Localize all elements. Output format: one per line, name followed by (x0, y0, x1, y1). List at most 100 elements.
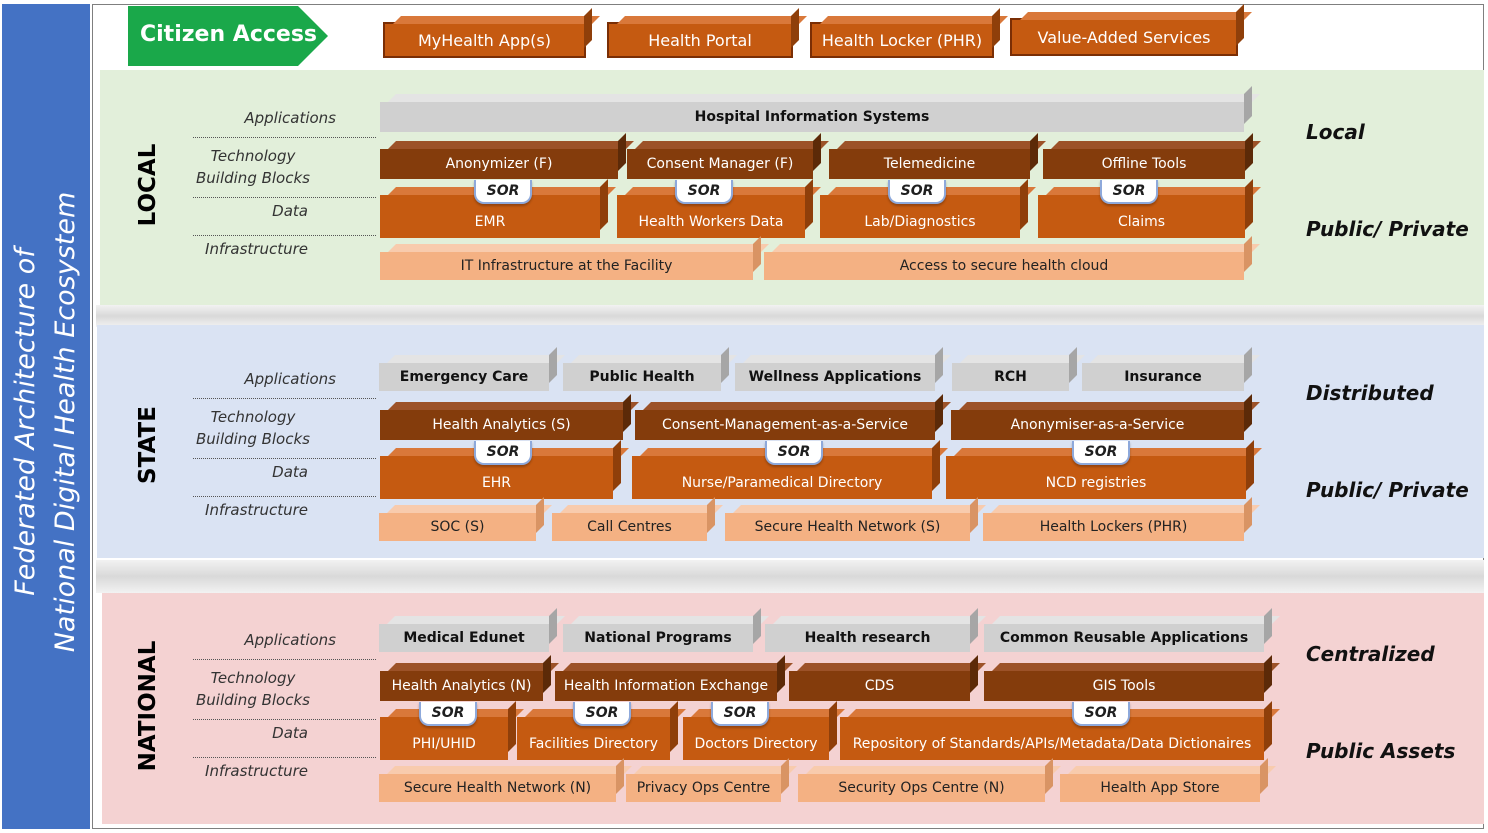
box-label: Common Reusable Applications (999, 630, 1249, 646)
state-section-label: STATE (135, 406, 161, 484)
technology-box: Health Analytics (N) (380, 671, 543, 701)
row-divider (193, 496, 376, 497)
local-scope-label: Local (1306, 120, 1365, 144)
diagram-title: Federated Architecture of National Digit… (10, 191, 81, 653)
box-label: Health Locker (PHR) (821, 30, 983, 50)
technology-box: Health Information Exchange (555, 671, 777, 701)
data-box: Repository of Standards/APIs/Metadata/Da… (840, 717, 1264, 760)
row-divider (193, 719, 376, 720)
row-divider (193, 398, 376, 399)
row-label-technology: Technology Building Blocks (195, 669, 310, 709)
box-label: Anonymizer (F) (445, 156, 553, 172)
technology-box: Offline Tools (1043, 149, 1245, 179)
box-label: Value-Added Services (1037, 27, 1211, 47)
application-box: Public Health (563, 363, 721, 391)
box-label: SOC (S) (430, 519, 485, 535)
box-label: EHR (481, 475, 512, 491)
sor-tag: SOR (419, 702, 477, 726)
box-label: EMR (474, 214, 506, 230)
box-label: Health Portal (648, 30, 752, 50)
row-label-technology: Technology Building Blocks (195, 408, 310, 448)
application-box: Hospital Information Systems (380, 102, 1244, 132)
box-label: RCH (994, 369, 1027, 385)
box-label: GIS Tools (1092, 678, 1156, 694)
sor-tag: SOR (888, 180, 946, 204)
sor-tag: SOR (711, 702, 769, 726)
box-label: Hospital Information Systems (694, 109, 930, 125)
technology-box: Health Analytics (S) (380, 410, 623, 440)
row-label-data: Data (272, 463, 308, 481)
technology-box: Anonymiser-as-a-Service (951, 410, 1244, 440)
row-label-infrastructure: Infrastructure (205, 240, 308, 258)
technology-box: GIS Tools (984, 671, 1264, 701)
row-divider (193, 757, 376, 758)
row-divider (193, 659, 376, 660)
box-label: Secure Health Network (N) (403, 780, 592, 796)
application-box: Insurance (1082, 363, 1244, 391)
application-box: Common Reusable Applications (984, 624, 1264, 652)
citizen-access-item: Health Locker (PHR) (810, 22, 994, 58)
application-box: Health research (765, 624, 970, 652)
infrastructure-box: Security Ops Centre (N) (798, 774, 1045, 802)
box-label: Health research (804, 630, 931, 646)
technology-box: Telemedicine (829, 149, 1030, 179)
application-box: Wellness Applications (735, 363, 935, 391)
box-label: Lab/Diagnostics (864, 214, 976, 230)
box-label: Secure Health Network (S) (754, 519, 941, 535)
infrastructure-box: Health Lockers (PHR) (983, 513, 1244, 541)
row-label-applications: Applications (244, 631, 336, 649)
national-scope-label: Centralized (1306, 642, 1435, 666)
sor-tag: SOR (1100, 180, 1158, 204)
box-label: Health Workers Data (638, 214, 784, 230)
box-label: MyHealth App(s) (418, 30, 551, 50)
citizen-access-item: MyHealth App(s) (383, 22, 586, 58)
sor-tag: SOR (1072, 441, 1130, 465)
citizen-access-arrow: Citizen Access (128, 6, 328, 66)
infrastructure-box: Secure Health Network (N) (379, 774, 616, 802)
sor-tag: SOR (1072, 702, 1130, 726)
technology-box: CDS (789, 671, 970, 701)
row-label-data: Data (272, 202, 308, 220)
infrastructure-box: Health App Store (1060, 774, 1260, 802)
band-separator (96, 305, 1484, 327)
box-label: CDS (864, 678, 895, 694)
box-label: Emergency Care (399, 369, 529, 385)
box-label: IT Infrastructure at the Facility (460, 258, 673, 274)
row-label-applications: Applications (244, 109, 336, 127)
box-label: Medical Edunet (403, 630, 525, 646)
box-label: Offline Tools (1101, 156, 1187, 172)
sor-tag: SOR (573, 702, 631, 726)
application-box: Emergency Care (379, 363, 549, 391)
infrastructure-box: Call Centres (552, 513, 707, 541)
box-label: Consent Manager (F) (646, 156, 794, 172)
box-label: Access to secure health cloud (899, 258, 1109, 274)
technology-box: Consent-Management-as-a-Service (635, 410, 935, 440)
state-ownership-label: Public/ Private (1306, 478, 1469, 502)
application-box: Medical Edunet (379, 624, 549, 652)
box-label: Public Health (589, 369, 695, 385)
box-label: NCD registries (1045, 475, 1147, 491)
sor-tag: SOR (474, 180, 532, 204)
box-label: Nurse/Paramedical Directory (681, 475, 883, 491)
box-label: Facilities Directory (529, 736, 658, 752)
infrastructure-box: Access to secure health cloud (764, 252, 1244, 280)
box-label: Health Information Exchange (563, 678, 769, 694)
box-label: Wellness Applications (748, 369, 922, 385)
title-banner: Federated Architecture of National Digit… (2, 4, 90, 829)
box-label: Insurance (1124, 369, 1202, 385)
box-label: Health Analytics (S) (432, 417, 571, 433)
citizen-access-item: Value-Added Services (1010, 18, 1238, 56)
sor-tag: SOR (474, 441, 532, 465)
local-ownership-label: Public/ Private (1306, 217, 1469, 241)
box-label: Security Ops Centre (N) (838, 780, 1005, 796)
row-label-infrastructure: Infrastructure (205, 501, 308, 519)
box-label: Claims (1117, 214, 1166, 230)
row-divider (193, 137, 376, 138)
box-label: Health Lockers (PHR) (1039, 519, 1188, 535)
citizen-access-item: Health Portal (607, 22, 793, 58)
band-separator (96, 560, 1484, 593)
infrastructure-box: IT Infrastructure at the Facility (380, 252, 753, 280)
application-box: RCH (952, 363, 1069, 391)
box-label: Health Analytics (N) (391, 678, 532, 694)
